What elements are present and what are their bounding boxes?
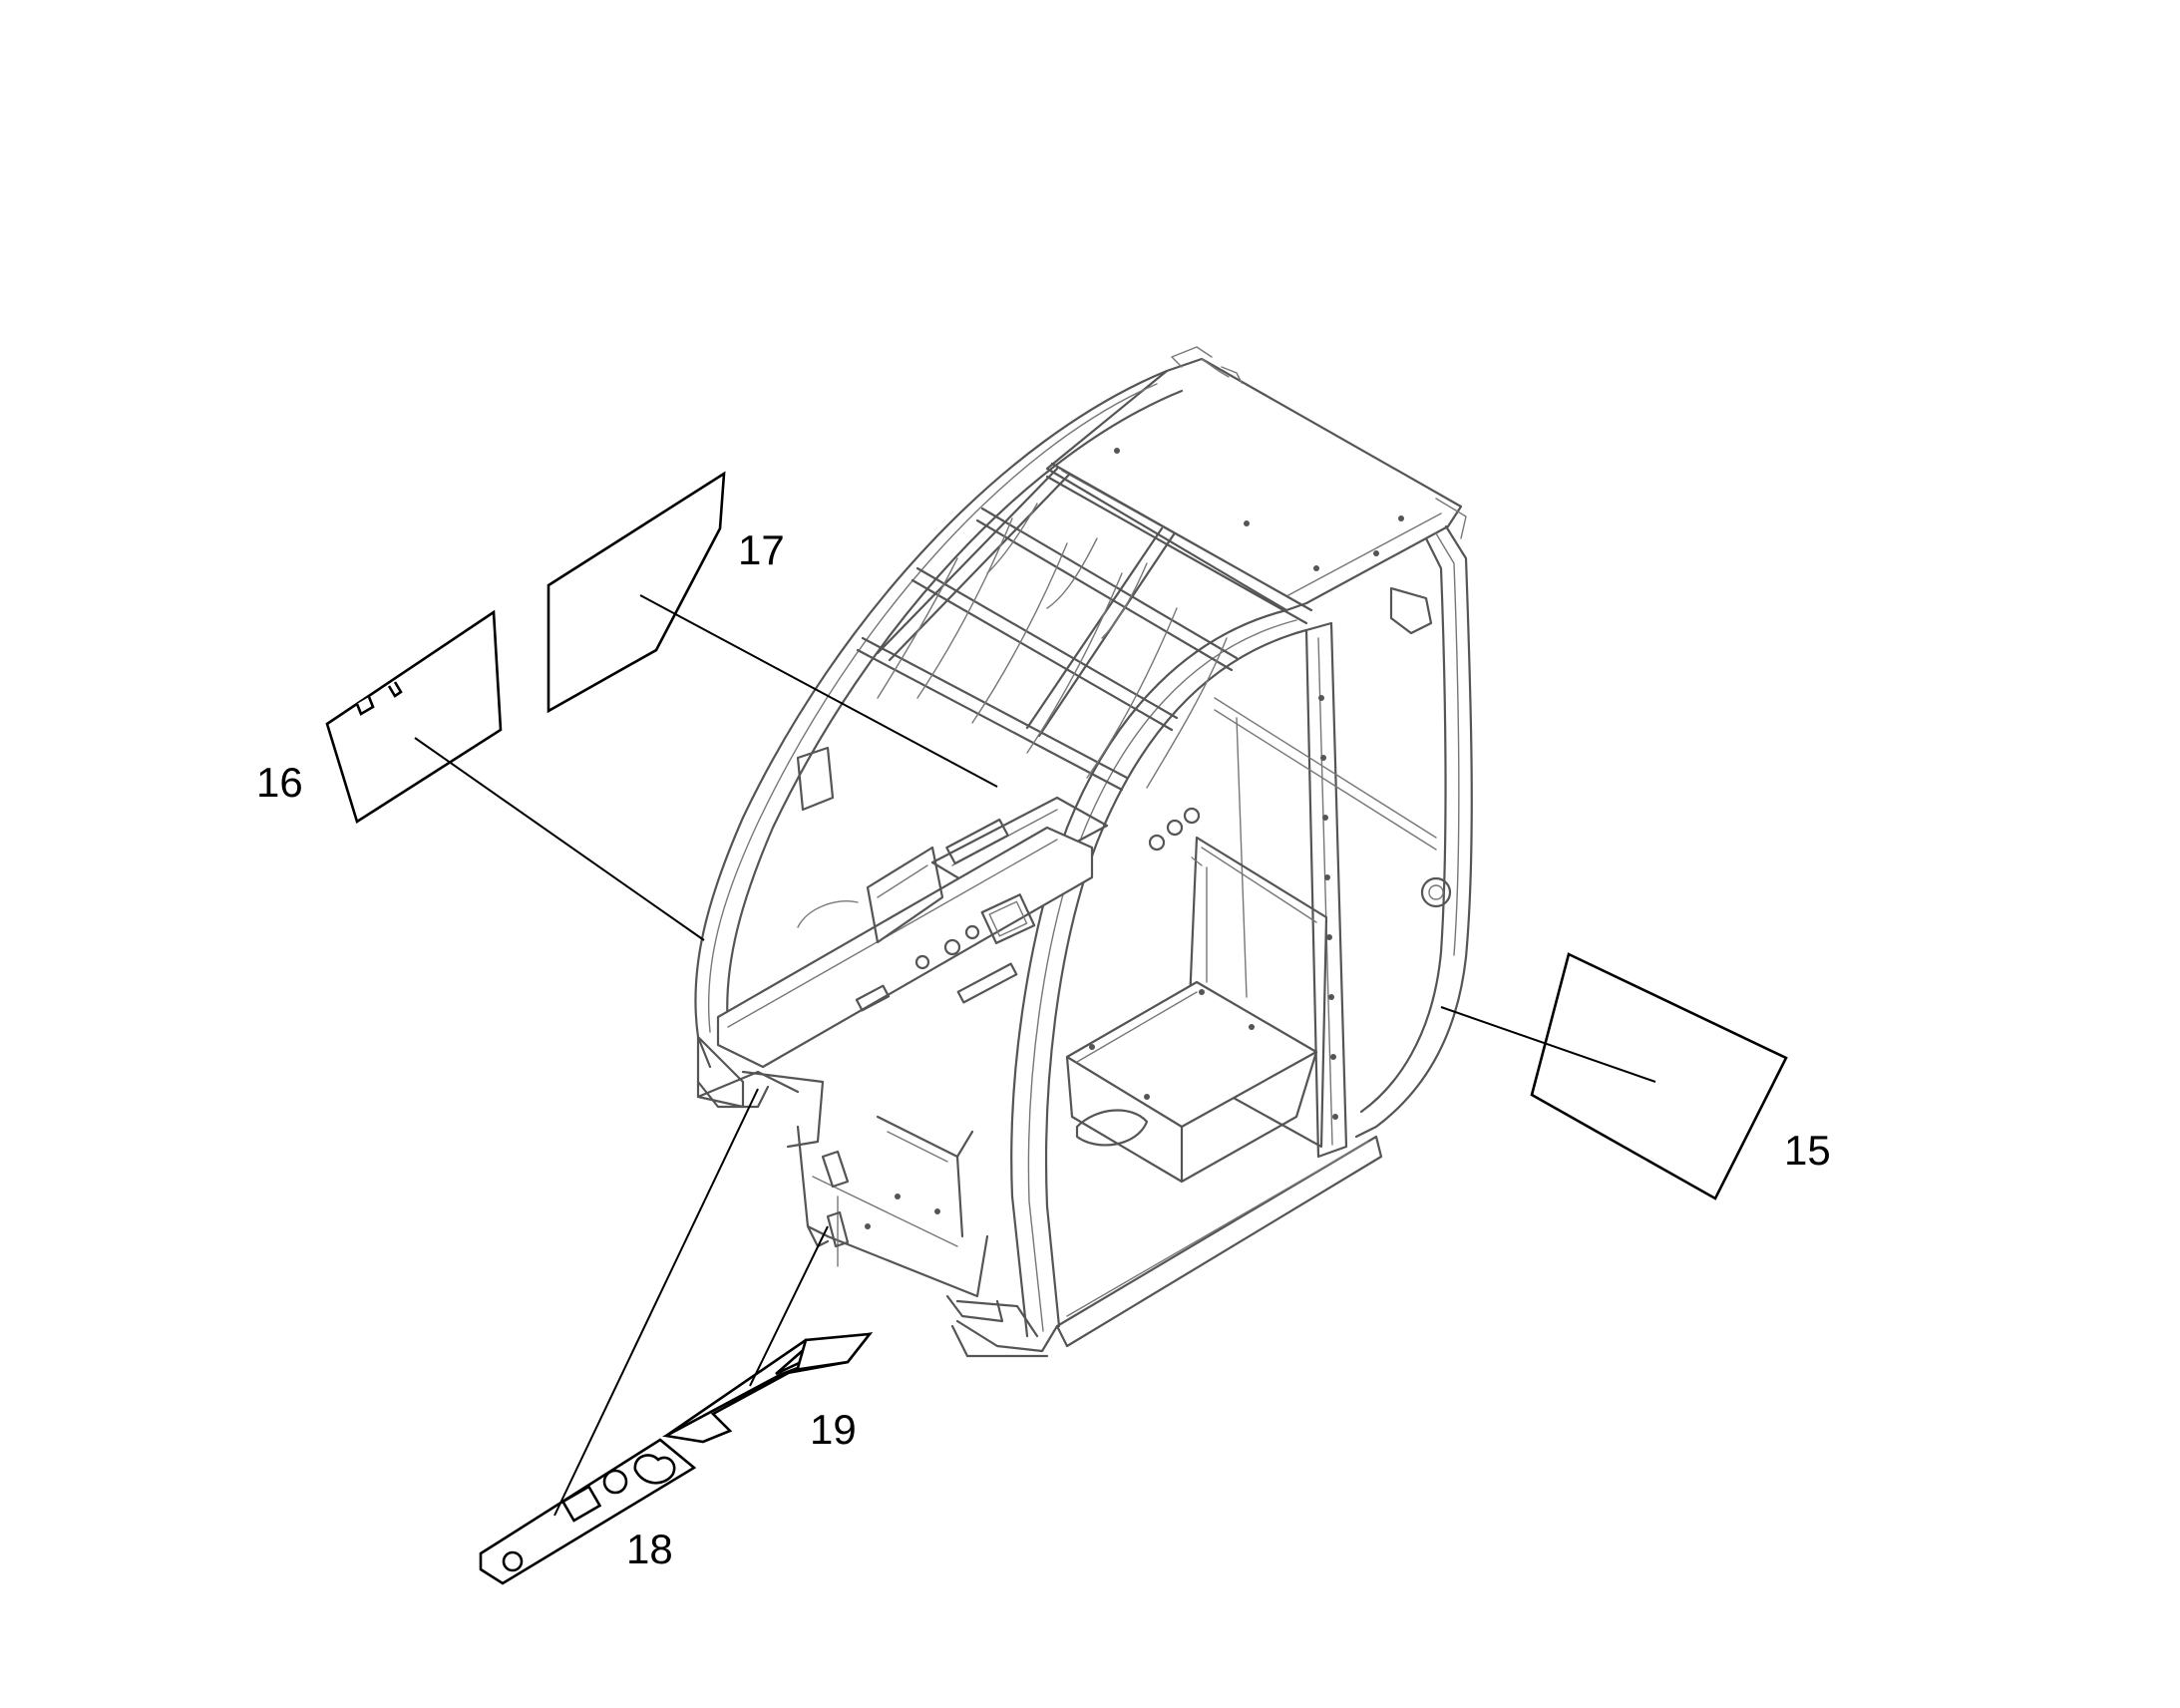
dashboard-console: [716, 746, 1201, 1069]
part-labels: 15 16 17 18 19: [256, 526, 1831, 1572]
cab-roof: [1045, 357, 1463, 612]
part-17-glass-panel: [546, 471, 726, 714]
leader-15: [1440, 1006, 1656, 1083]
grab-handle: [1389, 586, 1433, 635]
floor-tub: [1065, 856, 1318, 1184]
label-15: 15: [1784, 1127, 1831, 1174]
part-15-glass-panel: [1530, 952, 1788, 1200]
leader-16: [414, 737, 705, 941]
label-16: 16: [256, 759, 303, 806]
door-post: [1304, 621, 1348, 1159]
leader-19: [749, 1225, 829, 1387]
front-left-arch-outer: [694, 369, 1169, 1069]
bottom-side-rail: [1055, 1135, 1383, 1348]
leader-lines: [414, 594, 1656, 1517]
leader-17: [639, 594, 998, 788]
lower-front-structure: [696, 1035, 1004, 1323]
label-19: 19: [810, 1406, 857, 1453]
cab-frame: [694, 346, 1473, 1358]
part-16-glass-panel: [325, 609, 503, 825]
roof-rear-lip: [1201, 358, 1467, 539]
part-16-notches: [355, 681, 403, 716]
leader-18: [553, 1088, 759, 1517]
roof-guard-bars: [856, 462, 1313, 792]
label-18: 18: [626, 1526, 673, 1572]
front-left-arch-inner: [726, 389, 1184, 1054]
hinge-knob: [1420, 876, 1452, 908]
part-18-floor-plate: [479, 1438, 697, 1585]
front-right-arch-outer: [1010, 608, 1288, 1338]
front-right-arch-inner: [1045, 628, 1308, 1328]
rear-right-pillar: [1354, 524, 1473, 1139]
label-17: 17: [738, 526, 785, 573]
